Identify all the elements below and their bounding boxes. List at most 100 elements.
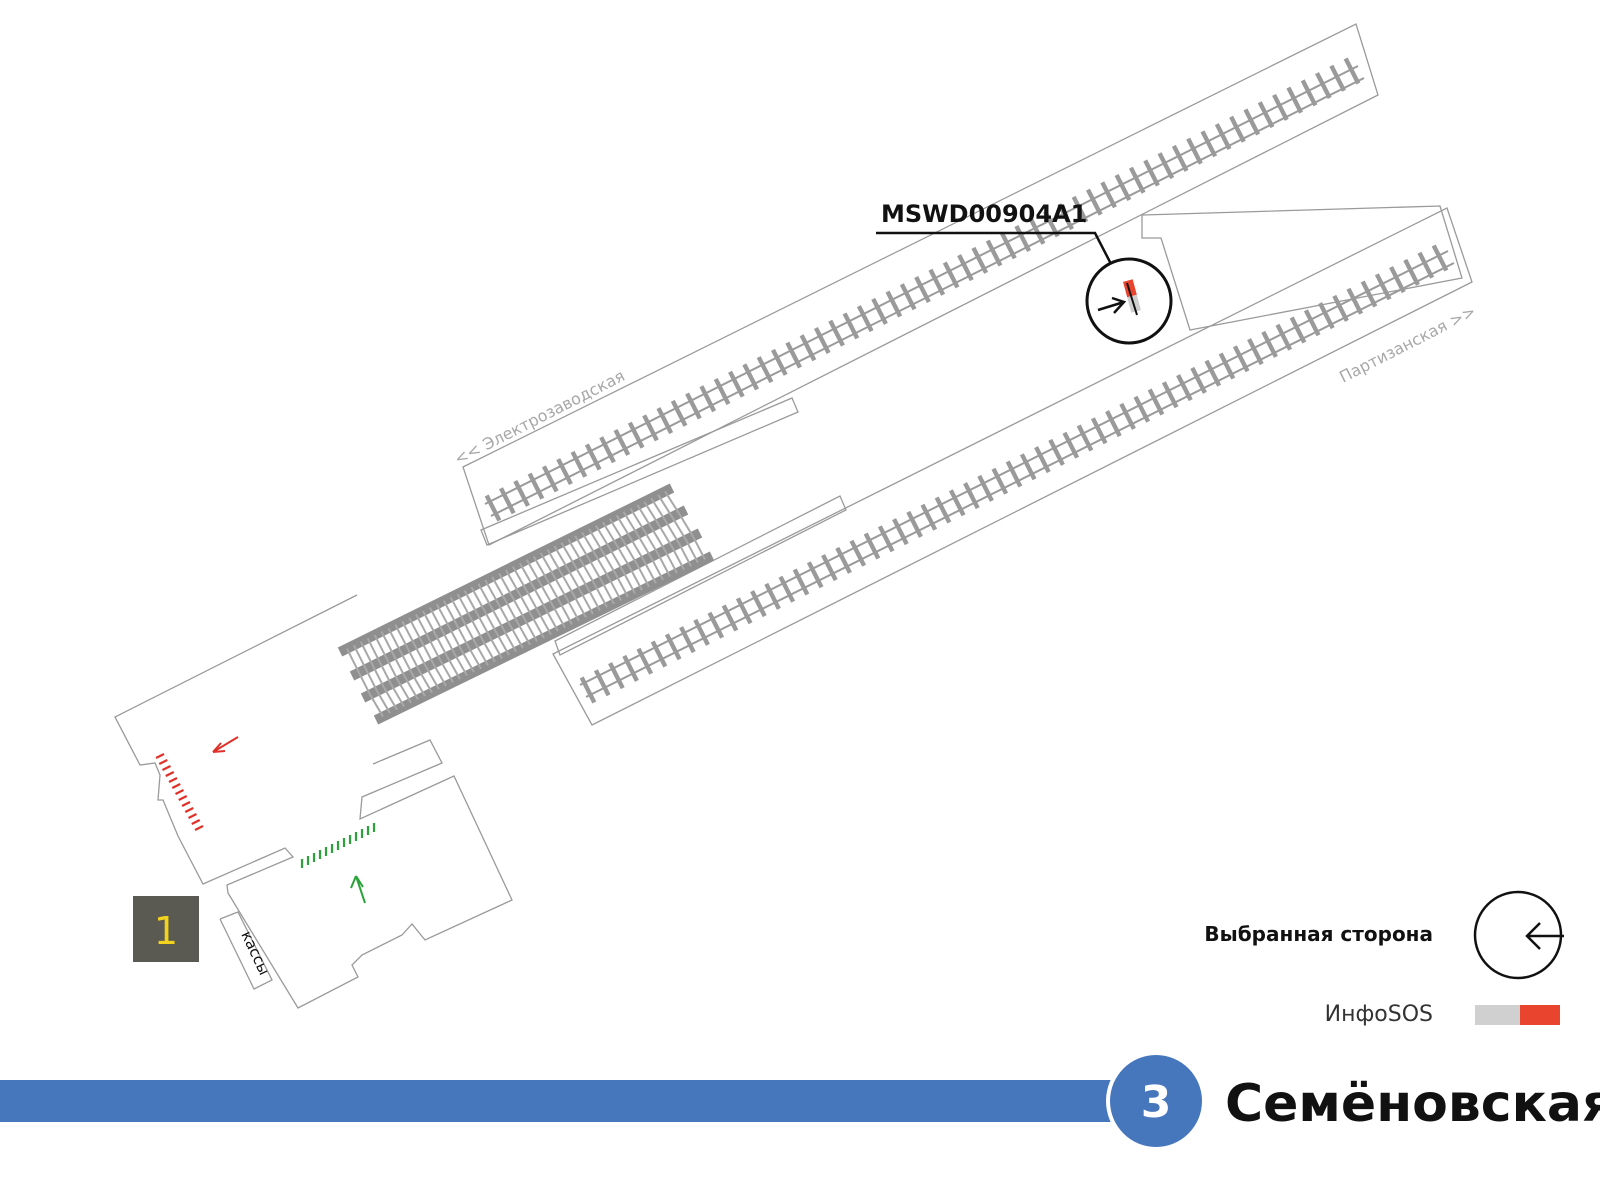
rail-tie <box>1186 137 1203 165</box>
rail-tie <box>599 436 616 464</box>
rail-tie <box>742 363 760 391</box>
rail-tie <box>1431 244 1449 272</box>
escalator-icon <box>337 483 715 725</box>
rail-tie <box>977 474 994 502</box>
rail-tie <box>813 327 831 354</box>
rail-tie <box>1229 115 1246 143</box>
lower-track-outline <box>552 207 1473 726</box>
rail-tie <box>1133 395 1151 423</box>
rail-tie <box>771 348 788 376</box>
entry-turnstile <box>300 823 376 868</box>
rail-tie <box>892 518 909 546</box>
rail-tie <box>593 669 611 697</box>
rail-tie <box>1360 280 1378 308</box>
rail-tie <box>756 356 774 384</box>
exit-turnstile <box>155 753 204 831</box>
exit-number-badge: 1 <box>133 896 199 962</box>
station-name: Семёновская <box>1225 1074 1600 1134</box>
rail-tie <box>713 377 731 405</box>
rail-tie <box>541 465 559 493</box>
rail-tie <box>750 590 767 618</box>
rail-tie <box>613 428 631 456</box>
rail-tie <box>679 626 696 654</box>
rail-tie <box>735 597 753 625</box>
rail-tie <box>1318 302 1335 330</box>
rail-tie <box>971 246 989 274</box>
rail-tie <box>885 290 903 318</box>
upper-platform-edge <box>480 397 799 546</box>
infosos-swatch <box>1475 1005 1560 1025</box>
rail-tie <box>1329 64 1346 92</box>
rail-tie <box>1275 323 1293 351</box>
rail-tie <box>849 539 867 567</box>
lower-platform-edge <box>554 495 847 656</box>
rail-tie <box>1190 366 1207 394</box>
line-bar <box>0 1080 1120 1122</box>
rail-tie <box>685 392 702 420</box>
rail-tie <box>1232 345 1250 373</box>
rail-tie <box>664 633 682 661</box>
rail-tie <box>792 568 810 596</box>
selected-side-icon <box>1473 890 1564 980</box>
upper-track-outline <box>462 23 1379 546</box>
rail-tie <box>699 385 717 413</box>
rail-tie <box>1204 359 1222 387</box>
rail-tie <box>1014 225 1032 252</box>
rail-tie <box>642 414 659 442</box>
rail-tie <box>484 494 502 522</box>
rail-tie <box>1374 273 1392 301</box>
rail-tie <box>1417 251 1435 279</box>
rail-tie <box>499 487 516 515</box>
rail-tie <box>1071 195 1089 223</box>
kassy-box <box>219 911 273 990</box>
rail-tie <box>1315 72 1332 100</box>
rail-tie <box>914 276 931 303</box>
rail-tie <box>570 450 588 478</box>
rail-tie <box>1243 108 1261 136</box>
rail-tie <box>863 532 881 560</box>
legend-selected-side-label: Выбранная сторона <box>1204 922 1433 946</box>
rail-tie <box>693 618 710 646</box>
rail-tie <box>1343 57 1361 85</box>
rail-tie <box>670 399 688 427</box>
kassy-label: кассы <box>237 928 273 978</box>
line-number: 3 <box>1141 1077 1172 1128</box>
rail-tie <box>821 554 838 582</box>
rail-tie <box>899 283 917 311</box>
rail-tie <box>1214 123 1232 151</box>
rail-tie <box>556 458 573 486</box>
rail-tie <box>1128 166 1146 194</box>
rail-tie <box>1346 287 1364 315</box>
rail-tie <box>1005 460 1023 488</box>
rail-tie <box>707 611 725 639</box>
rail-tie <box>1143 159 1160 187</box>
rail-tie <box>934 496 952 524</box>
rail-tie <box>1057 203 1074 231</box>
rail-tie <box>650 640 668 668</box>
rail-tie <box>721 604 739 632</box>
rail-tie <box>1090 417 1108 445</box>
rail-tie <box>1176 374 1193 402</box>
rail-tie <box>942 261 960 289</box>
rail-tie <box>1261 330 1278 358</box>
rail-tie <box>948 489 966 517</box>
rail-tie <box>785 341 802 369</box>
rail-tie <box>842 312 860 340</box>
rail-tie <box>1100 181 1117 209</box>
rail-tie <box>991 467 1009 495</box>
vestibule-outline <box>114 594 513 1009</box>
rail-tie <box>1200 130 1218 158</box>
rail-tie <box>1028 217 1046 245</box>
rail-tie <box>1389 266 1406 294</box>
rail-tie <box>1019 453 1037 481</box>
rail-tie <box>1247 338 1264 366</box>
rail-tie <box>1062 431 1080 459</box>
exit-number: 1 <box>154 909 178 953</box>
rail-tie <box>656 407 674 435</box>
rail-tie <box>957 254 974 282</box>
rail-tie <box>963 482 980 510</box>
rail-tie <box>1114 174 1132 202</box>
rail-tie <box>1272 93 1289 121</box>
camera-side-icon <box>1085 257 1173 345</box>
direction-left-label: << Электрозаводская <box>451 366 628 469</box>
